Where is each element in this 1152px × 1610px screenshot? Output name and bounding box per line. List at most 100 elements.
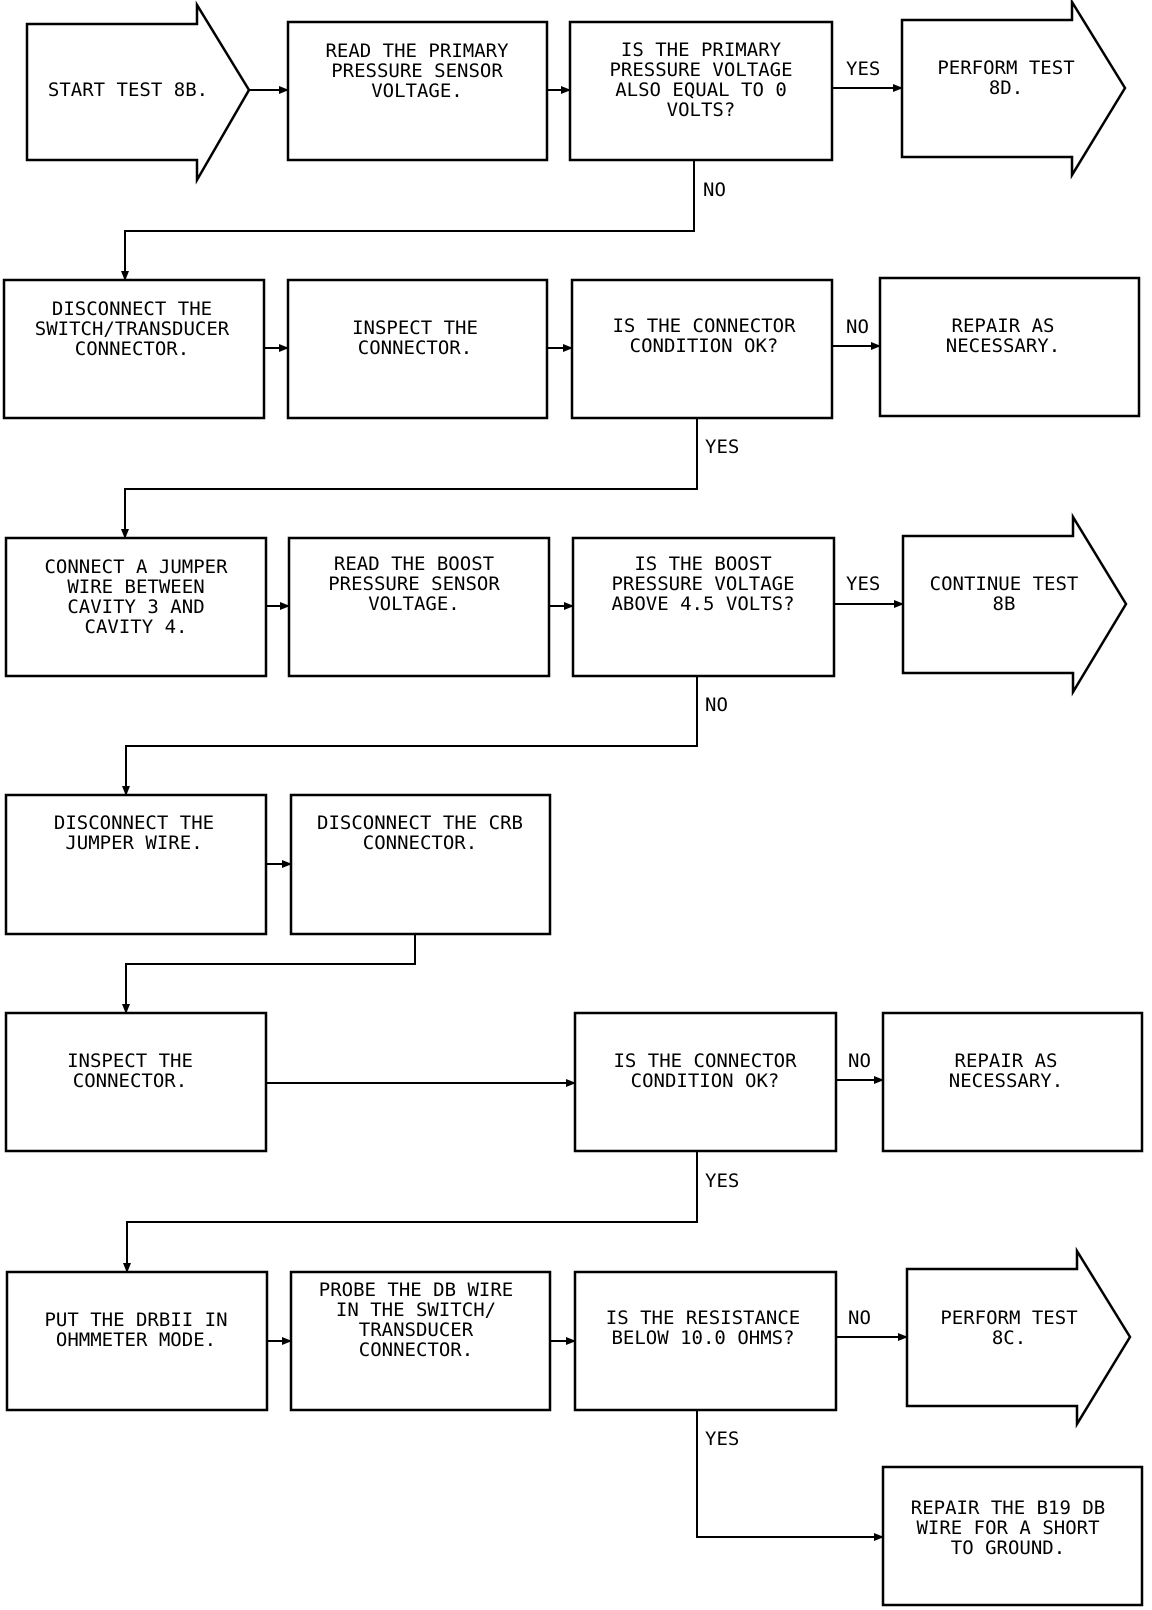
text-line: VOLTS? — [667, 99, 736, 121]
text-line: JUMPER WIRE. — [65, 832, 202, 854]
text-line: IN THE SWITCH/ — [336, 1299, 496, 1321]
start-arrow-shape — [25, 0, 251, 185]
text-line: CAVITY 4. — [85, 616, 188, 638]
branch-label-yes: YES — [705, 1428, 739, 1450]
text-line: PUT THE DRBII IN — [44, 1309, 227, 1331]
text-line: PROBE THE DB WIRE — [319, 1279, 513, 1301]
text-line: READ THE BOOST — [334, 553, 494, 575]
text-line: IS THE CONNECTOR — [613, 1050, 797, 1072]
branch-label-no: NO — [848, 1050, 871, 1072]
text-line: DISCONNECT THE CRB — [317, 812, 523, 834]
step-box — [289, 1270, 552, 1412]
text-line: IS THE RESISTANCE — [606, 1307, 800, 1329]
connector-crb-inspect2 — [122, 934, 416, 1014]
text-line: 8D. — [989, 77, 1023, 99]
text-line: BELOW 10.0 OHMS? — [611, 1327, 794, 1349]
connector-q-conn1-yes — [121, 418, 698, 539]
text-line: VOLTAGE. — [371, 80, 463, 102]
text-line: DISCONNECT THE — [54, 812, 214, 834]
text-line: READ THE PRIMARY — [325, 40, 509, 62]
text-line: CONNECTOR. — [75, 338, 189, 360]
text-line: REPAIR AS — [955, 1050, 1058, 1072]
text-line: PRESSURE VOLTAGE — [609, 59, 792, 81]
text-line: PERFORM TEST — [937, 57, 1074, 79]
text-line: CONNECTOR. — [359, 1339, 473, 1361]
text-line: IS THE CONNECTOR — [612, 315, 796, 337]
text-line: PRESSURE SENSOR — [328, 573, 500, 595]
text-line: CONDITION OK? — [630, 335, 779, 357]
decision-box — [568, 20, 834, 162]
decision-box — [570, 278, 834, 420]
terminal-arrow-shape — [900, 0, 1127, 180]
text-line: NECESSARY. — [946, 335, 1060, 357]
step-box — [287, 536, 551, 678]
terminal-arrow-shape — [905, 1246, 1132, 1429]
text-line: CONNECTOR. — [363, 832, 477, 854]
connector-q-primary-no — [121, 160, 695, 281]
branch-label-yes: YES — [705, 1170, 739, 1192]
terminal-box — [881, 1011, 1144, 1153]
step-box — [4, 1011, 268, 1153]
text-line: ALSO EQUAL TO 0 — [615, 79, 787, 101]
step-box — [286, 20, 549, 162]
text-line: CONNECTOR. — [358, 337, 472, 359]
text-line: TRANSDUCER — [359, 1319, 474, 1341]
text-line: IS THE PRIMARY — [621, 39, 782, 61]
step-box — [2, 278, 266, 420]
text-line: PRESSURE SENSOR — [331, 60, 503, 82]
branch-label-yes: YES — [846, 573, 880, 595]
text-line: START TEST 8B. — [48, 79, 208, 101]
branch-label-yes: YES — [846, 58, 880, 80]
text-line: PERFORM TEST — [940, 1307, 1077, 1329]
connector-q-conn2-yes — [123, 1150, 698, 1273]
decision-box — [571, 536, 836, 678]
text-line: CONNECTOR. — [73, 1070, 187, 1092]
branch-label-yes: YES — [705, 436, 739, 458]
text-line: ABOVE 4.5 VOLTS? — [611, 593, 794, 615]
text-line: REPAIR AS — [952, 315, 1055, 337]
terminal-box — [881, 1465, 1144, 1607]
text-line: DISCONNECT THE — [52, 298, 212, 320]
text-line: PRESSURE VOLTAGE — [611, 573, 794, 595]
connectors — [121, 84, 908, 1541]
connector-q-boost-no — [122, 676, 698, 796]
start-text: START TEST 8B. — [48, 79, 208, 101]
step-box — [286, 278, 549, 420]
branch-label-no: NO — [848, 1307, 871, 1329]
text-line: WIRE BETWEEN — [67, 576, 204, 598]
terminal-box — [878, 276, 1141, 418]
text-line: INSPECT THE — [67, 1050, 193, 1072]
text-line: 8C. — [992, 1327, 1026, 1349]
text-line: WIRE FOR A SHORT — [916, 1517, 1099, 1539]
text-line: REPAIR THE B19 DB — [911, 1497, 1105, 1519]
text-line: SWITCH/TRANSDUCER — [35, 318, 230, 340]
